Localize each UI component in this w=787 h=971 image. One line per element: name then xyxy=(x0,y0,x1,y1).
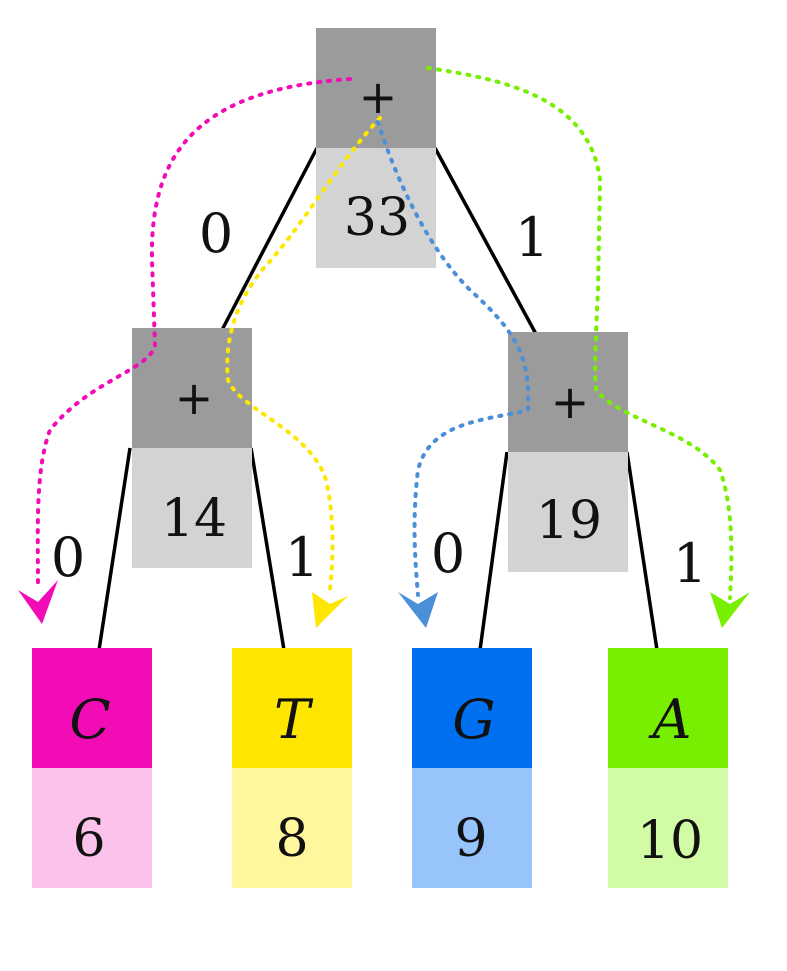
edge-label-right-g: 0 xyxy=(431,522,465,585)
root-node: + 33 xyxy=(316,28,436,268)
path-a-dotted xyxy=(426,66,734,600)
edge-left-t xyxy=(249,447,286,651)
arrow-t-icon xyxy=(312,592,348,628)
edge-label-right-a: 1 xyxy=(673,532,707,595)
right-weight: 19 xyxy=(536,491,602,551)
edge-right-g xyxy=(478,451,509,651)
leaf-g-symbol-box xyxy=(412,648,532,768)
leaf-t-symbol-box xyxy=(232,648,352,768)
arrow-g-icon xyxy=(398,592,438,628)
leaf-a-symbol: A xyxy=(648,688,692,751)
leaf-g: G 9 xyxy=(412,648,532,888)
leaf-t-weight-box xyxy=(232,768,352,888)
leaf-t-weight: 8 xyxy=(275,809,308,869)
leaf-t-symbol: T xyxy=(274,688,314,751)
edge-label-left-t: 1 xyxy=(285,526,319,589)
path-t-dotted xyxy=(225,116,382,592)
leaf-a-weight-box xyxy=(608,768,728,888)
leaf-a: A 10 xyxy=(608,648,728,888)
right-weight-box xyxy=(508,452,628,572)
root-operator-box xyxy=(316,28,436,148)
root-weight: 33 xyxy=(344,188,410,248)
right-operator: + xyxy=(551,375,590,429)
path-g-dotted xyxy=(376,120,531,597)
arrow-a-icon xyxy=(710,592,750,628)
edge-root-left xyxy=(220,147,319,331)
edge-root-right xyxy=(433,147,538,335)
edge-labels: 0 1 0 1 0 1 xyxy=(51,202,707,595)
leaf-g-symbol: G xyxy=(452,688,495,751)
right-operator-box xyxy=(508,332,628,452)
edge-right-a xyxy=(625,451,659,651)
leaf-a-weight: 10 xyxy=(637,811,703,871)
root-weight-box xyxy=(316,148,436,268)
path-c-dotted xyxy=(35,77,352,592)
edge-left-c xyxy=(97,447,132,651)
edge-label-left-c: 0 xyxy=(51,526,85,589)
edge-label-root-left: 0 xyxy=(199,202,233,265)
leaf-t: T 8 xyxy=(232,648,352,888)
edge-label-root-right: 1 xyxy=(515,206,549,269)
code-paths xyxy=(18,66,750,628)
tree-edges xyxy=(97,147,659,651)
leaf-g-weight: 9 xyxy=(454,809,487,869)
left-internal-node: + 14 xyxy=(132,328,252,568)
left-operator: + xyxy=(175,371,214,425)
leaf-g-weight-box xyxy=(412,768,532,888)
leaf-c-symbol-box xyxy=(32,648,152,768)
leaf-c-weight-box xyxy=(32,768,152,888)
arrow-c-icon xyxy=(18,580,58,624)
right-internal-node: + 19 xyxy=(508,332,628,572)
leaf-a-symbol-box xyxy=(608,648,728,768)
left-weight: 14 xyxy=(161,489,227,549)
leaf-c-symbol: C xyxy=(69,688,110,751)
leaf-c-weight: 6 xyxy=(72,809,105,869)
left-weight-box xyxy=(132,448,252,568)
leaf-c: C 6 xyxy=(32,648,152,888)
root-operator: + xyxy=(359,70,398,124)
